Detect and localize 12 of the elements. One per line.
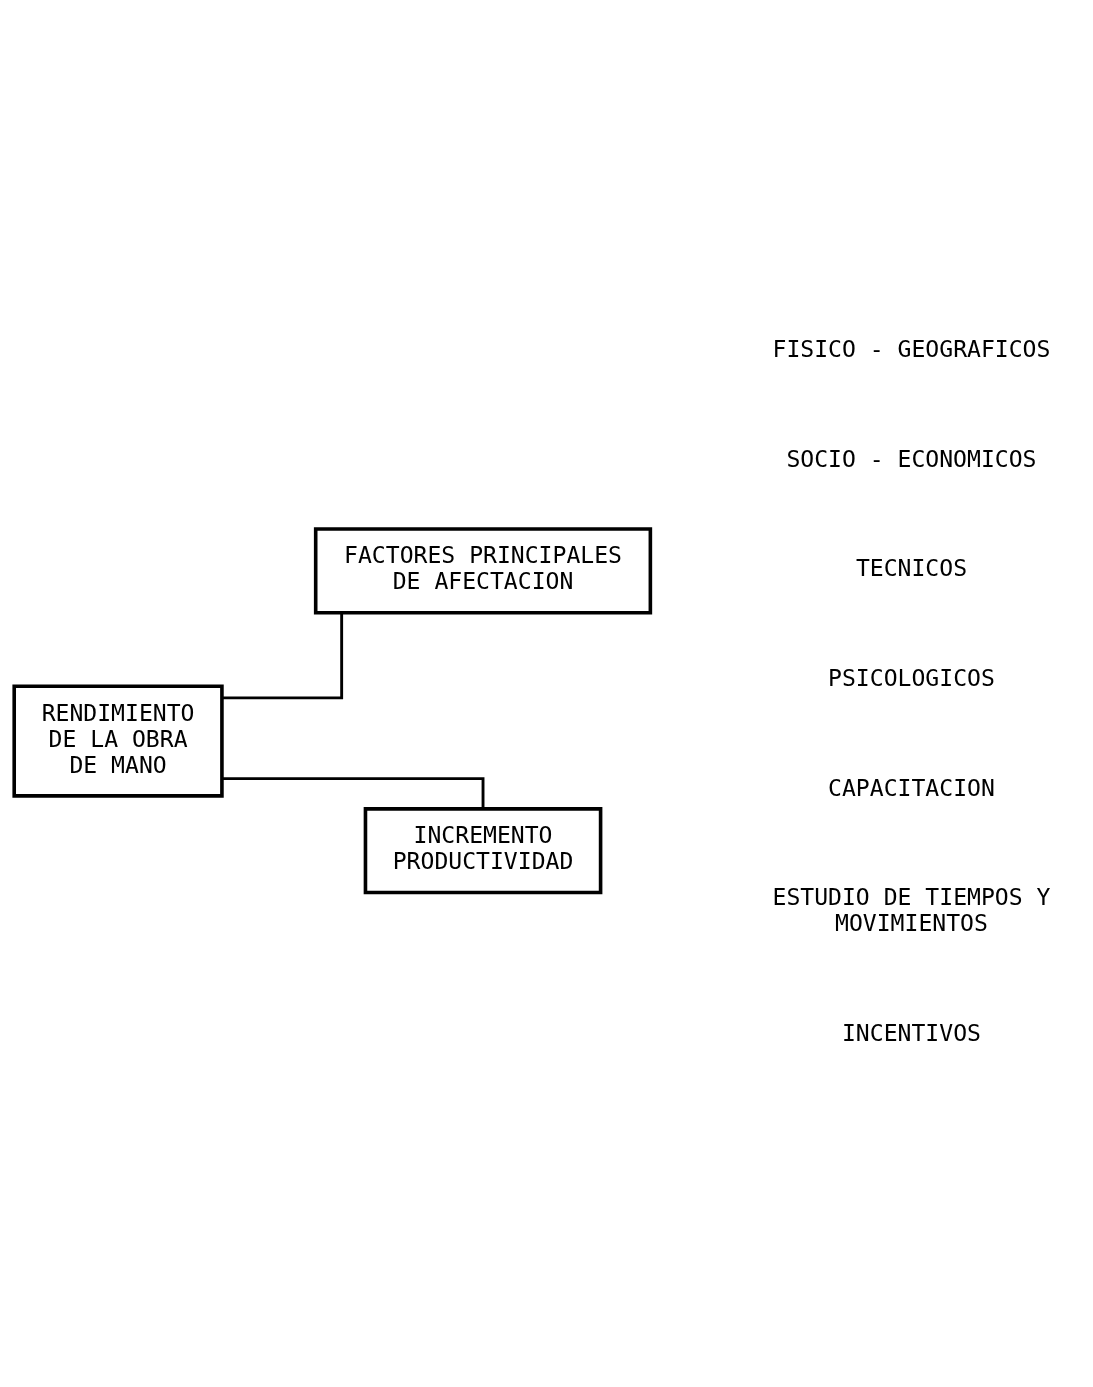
connector	[222, 777, 485, 809]
node-box: INCREMENTO PRODUCTIVIDAD	[363, 807, 603, 895]
label: SOCIO - ECONOMICOS	[786, 445, 1037, 472]
label: TECNICOS	[855, 555, 968, 582]
connector	[222, 613, 344, 700]
label: PSICOLOGICOS	[828, 665, 995, 691]
node-box: FACTORES PRINCIPALES DE AFECTACION	[313, 527, 653, 615]
node-box: RENDIMIENTO DE LA OBRA DE MANO	[12, 684, 224, 798]
label: ESTUDIO DE TIEMPOS Y MOVIMIENTOS	[772, 884, 1051, 937]
label: CAPACITACION	[828, 774, 995, 801]
label: FISICO - GEOGRAFICOS	[772, 336, 1051, 363]
label: INCENTIVOS	[841, 1019, 981, 1046]
